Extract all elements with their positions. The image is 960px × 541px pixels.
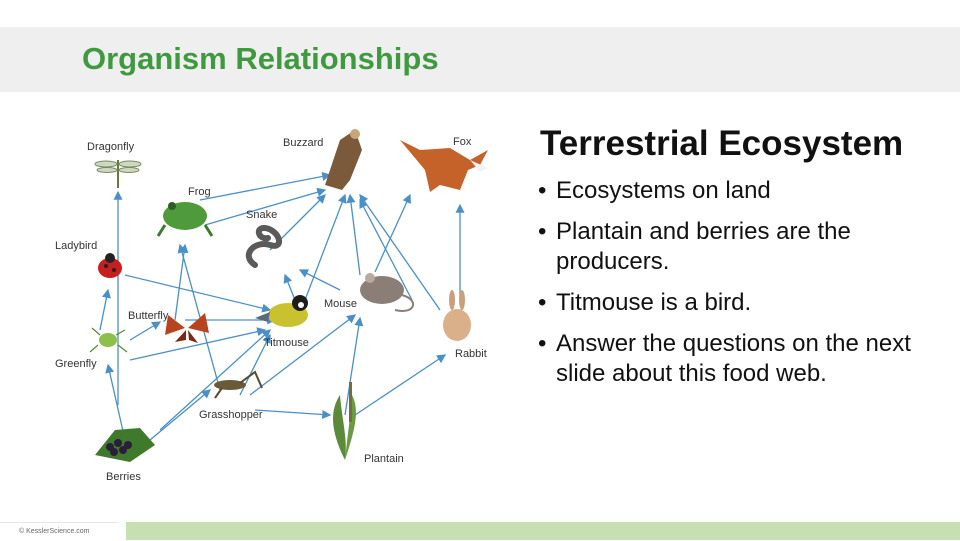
footer-bar: [126, 522, 960, 540]
bullet-item: Plantain and berries are the producers.: [536, 217, 956, 277]
plantain-icon: [333, 382, 356, 460]
organism-label-grasshopper: Grasshopper: [199, 409, 263, 421]
organism-label-plantain: Plantain: [364, 453, 404, 465]
organism-label-frog: Frog: [188, 186, 211, 198]
titmouse-icon: [255, 295, 308, 327]
food-web-arrows: [99, 172, 465, 441]
mouse-icon: [360, 273, 414, 312]
frog-icon: [156, 202, 214, 237]
snake-icon: [245, 225, 282, 268]
bullet-item: Titmouse is a bird.: [536, 288, 956, 318]
title-bar: [0, 27, 960, 92]
organism-label-ladybird: Ladybird: [55, 240, 97, 252]
grasshopper-icon: [214, 370, 263, 399]
organism-label-snake: Snake: [246, 209, 277, 221]
food-web-diagram: Dragonfly Buzzard Fox Frog Snake Ladybir…: [55, 129, 488, 483]
slide-title: Organism Relationships: [82, 41, 439, 76]
fox-icon: [400, 140, 488, 192]
rabbit-icon: [443, 290, 471, 341]
bullet-item: Answer the questions on the next slide a…: [536, 329, 956, 389]
organism-label-fox: Fox: [453, 136, 472, 148]
organism-label-titmouse: Titmouse: [264, 337, 309, 349]
berries-icon: [95, 428, 155, 462]
organism-label-greenfly: Greenfly: [55, 358, 97, 370]
greenfly-icon: [89, 327, 128, 353]
organism-label-dragonfly: Dragonfly: [87, 141, 135, 153]
ladybird-icon: [98, 253, 122, 278]
copyright-text: © KesslerScience.com: [19, 528, 90, 535]
organism-label-berries: Berries: [106, 471, 141, 483]
bullet-list: Ecosystems on land Plantain and berries …: [536, 176, 956, 400]
section-heading: Terrestrial Ecosystem: [540, 124, 904, 163]
organism-label-butterfly: Butterfly: [128, 310, 169, 322]
dragonfly-icon: [94, 160, 142, 188]
organism-label-buzzard: Buzzard: [283, 137, 323, 149]
footer-left-panel: [0, 522, 118, 541]
butterfly-icon: [165, 313, 209, 343]
organism-label-mouse: Mouse: [324, 298, 357, 310]
organism-label-rabbit: Rabbit: [455, 348, 487, 360]
bullet-item: Ecosystems on land: [536, 176, 956, 206]
buzzard-icon: [325, 129, 362, 190]
